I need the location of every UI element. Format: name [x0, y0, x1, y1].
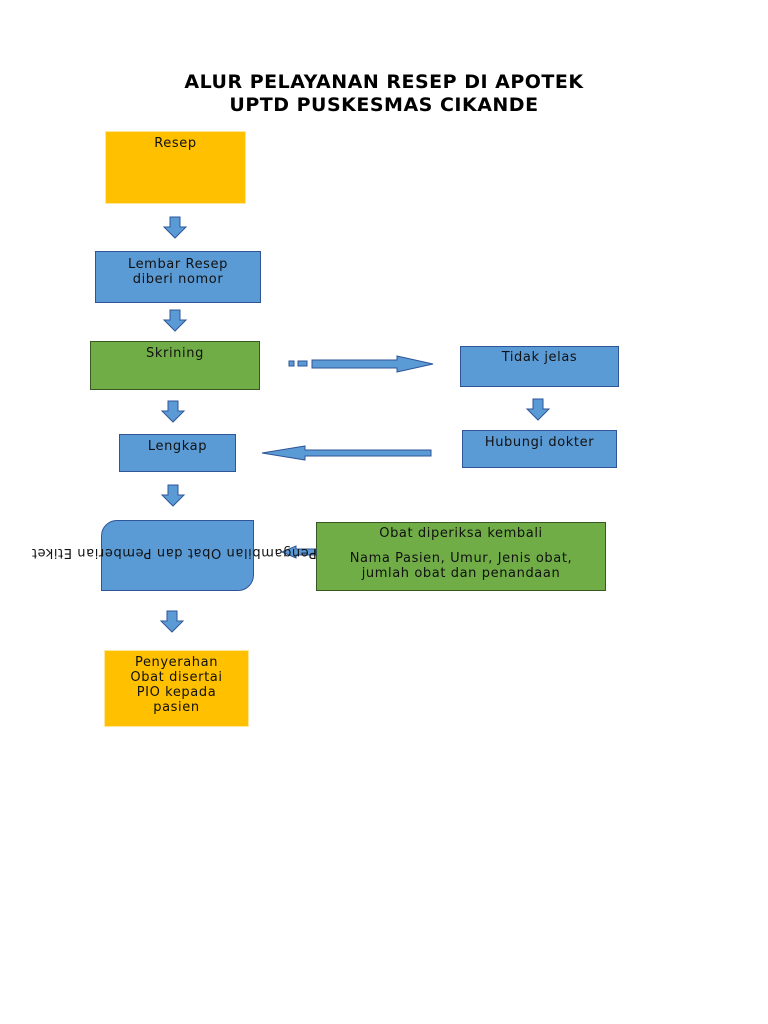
arrow-right-skrining-to-tidak-jelas	[311, 355, 434, 373]
node-obat-diperiksa: Obat diperiksa kembali Nama Pasien, Umur…	[316, 522, 606, 591]
node-lembar-resep-line-1: Lembar Resep	[127, 257, 229, 272]
arrow-down-tidak-jelas-to-hubungi	[525, 398, 551, 421]
node-penyerahan-line-4: pasien	[153, 700, 200, 715]
node-penyerahan: Penyerahan Obat disertai PIO kepada pasi…	[104, 650, 249, 727]
arrow-down-lembar-to-skrining	[162, 309, 188, 332]
node-hubungi-dokter: Hubungi dokter	[462, 430, 617, 468]
node-obat-diperiksa-line-1: Nama Pasien, Umur, Jenis obat,	[349, 551, 573, 566]
node-penyerahan-line-3: PIO kepada	[136, 685, 217, 700]
arrow-right-dash-2	[297, 360, 308, 367]
arrow-right-dash-1	[288, 360, 295, 367]
arrow-down-lengkap-to-pengambilan	[160, 484, 186, 507]
node-resep-label: Resep	[154, 136, 197, 151]
title-line-2: UPTD PUSKESMAS CIKANDE	[229, 94, 539, 116]
arrow-down-skrining-to-lengkap	[160, 400, 186, 423]
node-skrining-label: Skrining	[146, 346, 204, 361]
node-tidak-jelas-label: Tidak jelas	[501, 350, 578, 365]
diagram-title: ALUR PELAYANAN RESEP DI APOTEK UPTD PUSK…	[0, 71, 768, 117]
arrow-left-hubungi-to-lengkap	[261, 445, 432, 461]
node-lembar-resep: Lembar Resep diberi nomor	[95, 251, 261, 303]
node-obat-diperiksa-line-2: jumlah obat dan penandaan	[361, 566, 561, 581]
node-tidak-jelas: Tidak jelas	[460, 346, 619, 387]
node-resep: Resep	[105, 131, 246, 204]
node-lembar-resep-line-2: diberi nomor	[132, 272, 224, 287]
node-pengambilan-label: Pengambilan Obat dan Pemberian Etiket	[31, 545, 317, 560]
node-skrining: Skrining	[90, 341, 260, 390]
arrow-down-resep-to-lembar	[162, 216, 188, 239]
title-line-1: ALUR PELAYANAN RESEP DI APOTEK	[184, 71, 584, 93]
node-penyerahan-line-1: Penyerahan	[134, 655, 219, 670]
node-lengkap: Lengkap	[119, 434, 236, 472]
node-lengkap-label: Lengkap	[147, 439, 208, 454]
node-pengambilan-obat	[101, 520, 254, 591]
arrow-down-pengambilan-to-penyerahan	[159, 610, 185, 633]
arrow-left-obat-to-pengambilan	[280, 545, 317, 559]
node-obat-diperiksa-title: Obat diperiksa kembali	[379, 526, 543, 541]
node-hubungi-dokter-label: Hubungi dokter	[484, 435, 595, 450]
node-penyerahan-line-2: Obat disertai	[130, 670, 223, 685]
